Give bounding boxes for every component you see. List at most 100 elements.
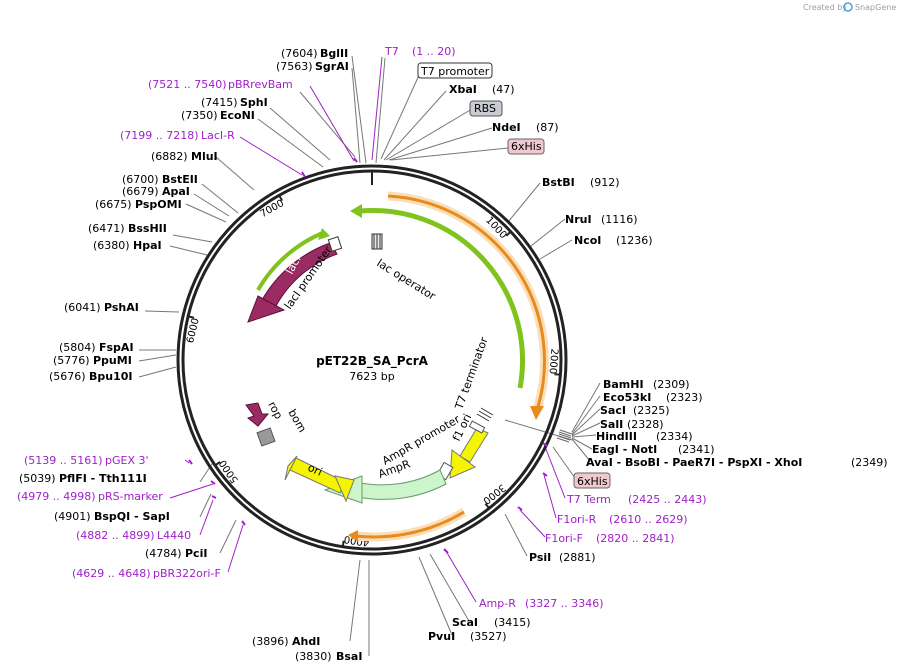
label-bpu10I-name: Bpu10I [89,370,133,383]
label-l4440-range: (4882 .. 4899) [76,529,155,542]
label-bspQI-name: BspQI - SapI [94,510,170,523]
label-ppuMI-pos: (5776) [53,354,90,367]
label-sphI-name: SphI [240,96,268,109]
label-ampR-primer-name: Amp-R [479,597,516,610]
f1-ori-body [459,427,489,463]
label-eco53kI-pos: (2323) [666,391,703,404]
rop-arrow [245,402,270,427]
label-laciR-range: (7199 .. 7218) [120,129,199,142]
label-bssHII-pos: (6471) [88,222,125,235]
label-eco53kI-name: Eco53kI [603,391,651,404]
tick-mark-6000 [187,315,195,319]
label-nruI-pos: (1116) [601,213,638,226]
label-rbs: RBS [474,102,496,115]
orange-arc-top-head [530,406,544,420]
feature-bom-label: bom [285,407,308,435]
label-bsaI-pos: (3830) [295,650,332,663]
label-pvuI-pos: (3527) [470,630,507,643]
label-pvuI-name: PvuI [428,630,455,643]
label-pspOMI-name: PspOMI [135,198,182,211]
label-ecoNI-name: EcoNI [220,109,255,122]
label-pBRrevBam-range: (7521 .. 7540) [148,78,227,91]
primer-ticks [188,157,548,554]
lacI-promoter-arc-head [318,228,330,240]
label-salI-pos: (2328) [627,418,664,431]
green-arc-start-head [350,204,362,218]
t7-promoter-badge [417,62,493,79]
label-ppuMI-name: PpuMI [93,354,132,367]
tick-mark-4000 [341,540,345,547]
label-f1oriF-name: F1ori-F [545,532,583,545]
f1-ori-head [449,449,476,479]
label-t7-promoter: T7 promoter [420,65,490,78]
lacI-promoter-arc [256,230,326,291]
feature-ori-label: ori [306,461,324,479]
feature-t7-terminator-label: T7 terminator [452,335,491,412]
label-hindIII-name: HindIII [596,430,637,443]
label-pflFI-name: PflFI - Tth111I [59,472,147,485]
snapgene-watermark: Created by SnapGene [803,2,896,12]
label-hindIII-pos: (2334) [656,430,693,443]
ori-head-decor [334,475,355,503]
label-pGEX3-name: pGEX 3' [105,454,149,467]
label-pshAI-name: PshAI [104,301,139,314]
label-t7term-range: (2425 .. 2443) [628,493,707,506]
label-apaI-pos: (6679) [122,185,159,198]
snapgene-logo-icon [843,2,853,12]
label-xbaI-pos: (47) [492,83,515,96]
label-l4440-name: L4440 [157,529,191,542]
mcs-cluster [556,429,573,443]
ori-tail [284,455,298,481]
tick-mark-7000 [278,194,283,202]
tick-mark-1000 [505,230,512,237]
label-nruI-name: NruI [565,213,592,226]
watermark-brand: SnapGene [855,3,896,12]
label-laciR-name: LacI-R [201,129,235,142]
tick-label-2000: 2000 [546,348,559,374]
lac-operator-mark [371,233,383,250]
label-mluI-pos: (6882) [151,150,188,163]
label-scaI-name: ScaI [452,616,478,629]
label-fspAI-pos: (5804) [59,341,96,354]
label-his-top: 6xHis [511,140,542,153]
label-ahdI-pos: (3896) [252,635,289,648]
label-pBRrevBam-name: pBRrevBam [228,78,293,91]
plasmid-size: 7623 bp [349,370,394,383]
label-psiI-name: PsiI [529,551,551,564]
label-salI-name: SalI [600,418,623,431]
label-bstBI-name: BstBI [542,176,575,189]
label-bamHI-name: BamHI [603,378,644,391]
lacI-promoter-box [327,236,343,252]
label-sacI-pos: (2325) [633,404,670,417]
label-avaI-name: AvaI - BsoBI - PaeR7I - PspXI - XhoI [586,456,802,469]
label-bsaI-name: BsaI [336,650,362,663]
label-pRSmarker-name: pRS-marker [98,490,163,503]
label-pBR322ori-name: pBR322ori-F [153,567,221,580]
his-tag-badge-top [507,138,545,155]
label-pBR322ori-range: (4629 .. 4648) [72,567,151,580]
label-bssHII-name: BssHII [128,222,167,235]
label-f1oriF-range: (2820 .. 2841) [596,532,675,545]
label-hpaI-name: HpaI [133,239,162,252]
label-scaI-pos: (3415) [494,616,531,629]
label-bstBI-pos: (912) [590,176,620,189]
label-ampR-primer-range: (3327 .. 3346) [525,597,604,610]
label-t7-range: (1 .. 20) [412,45,456,58]
feature-ampR-promoter-label: AmpR promoter [380,412,463,467]
label-t7term-name: T7 Term [566,493,611,506]
label-bspQI-pos: (4901) [54,510,91,523]
label-sacI-name: SacI [600,404,626,417]
label-pspOMI-pos: (6675) [95,198,132,211]
label-bamHI-pos: (2309) [653,378,690,391]
label-xbaI-name: XbaI [449,83,477,96]
label-ecoNI-pos: (7350) [181,109,218,122]
green-arc-long [359,207,526,389]
label-ndeI-name: NdeI [492,121,521,134]
orange-arc-bottom-head [348,530,358,542]
label-psiI-pos: (2881) [559,551,596,564]
t7-terminator-mark [476,407,494,422]
label-bglII-name: BglII [320,47,348,60]
label-bstEII-pos: (6700) [122,173,159,186]
